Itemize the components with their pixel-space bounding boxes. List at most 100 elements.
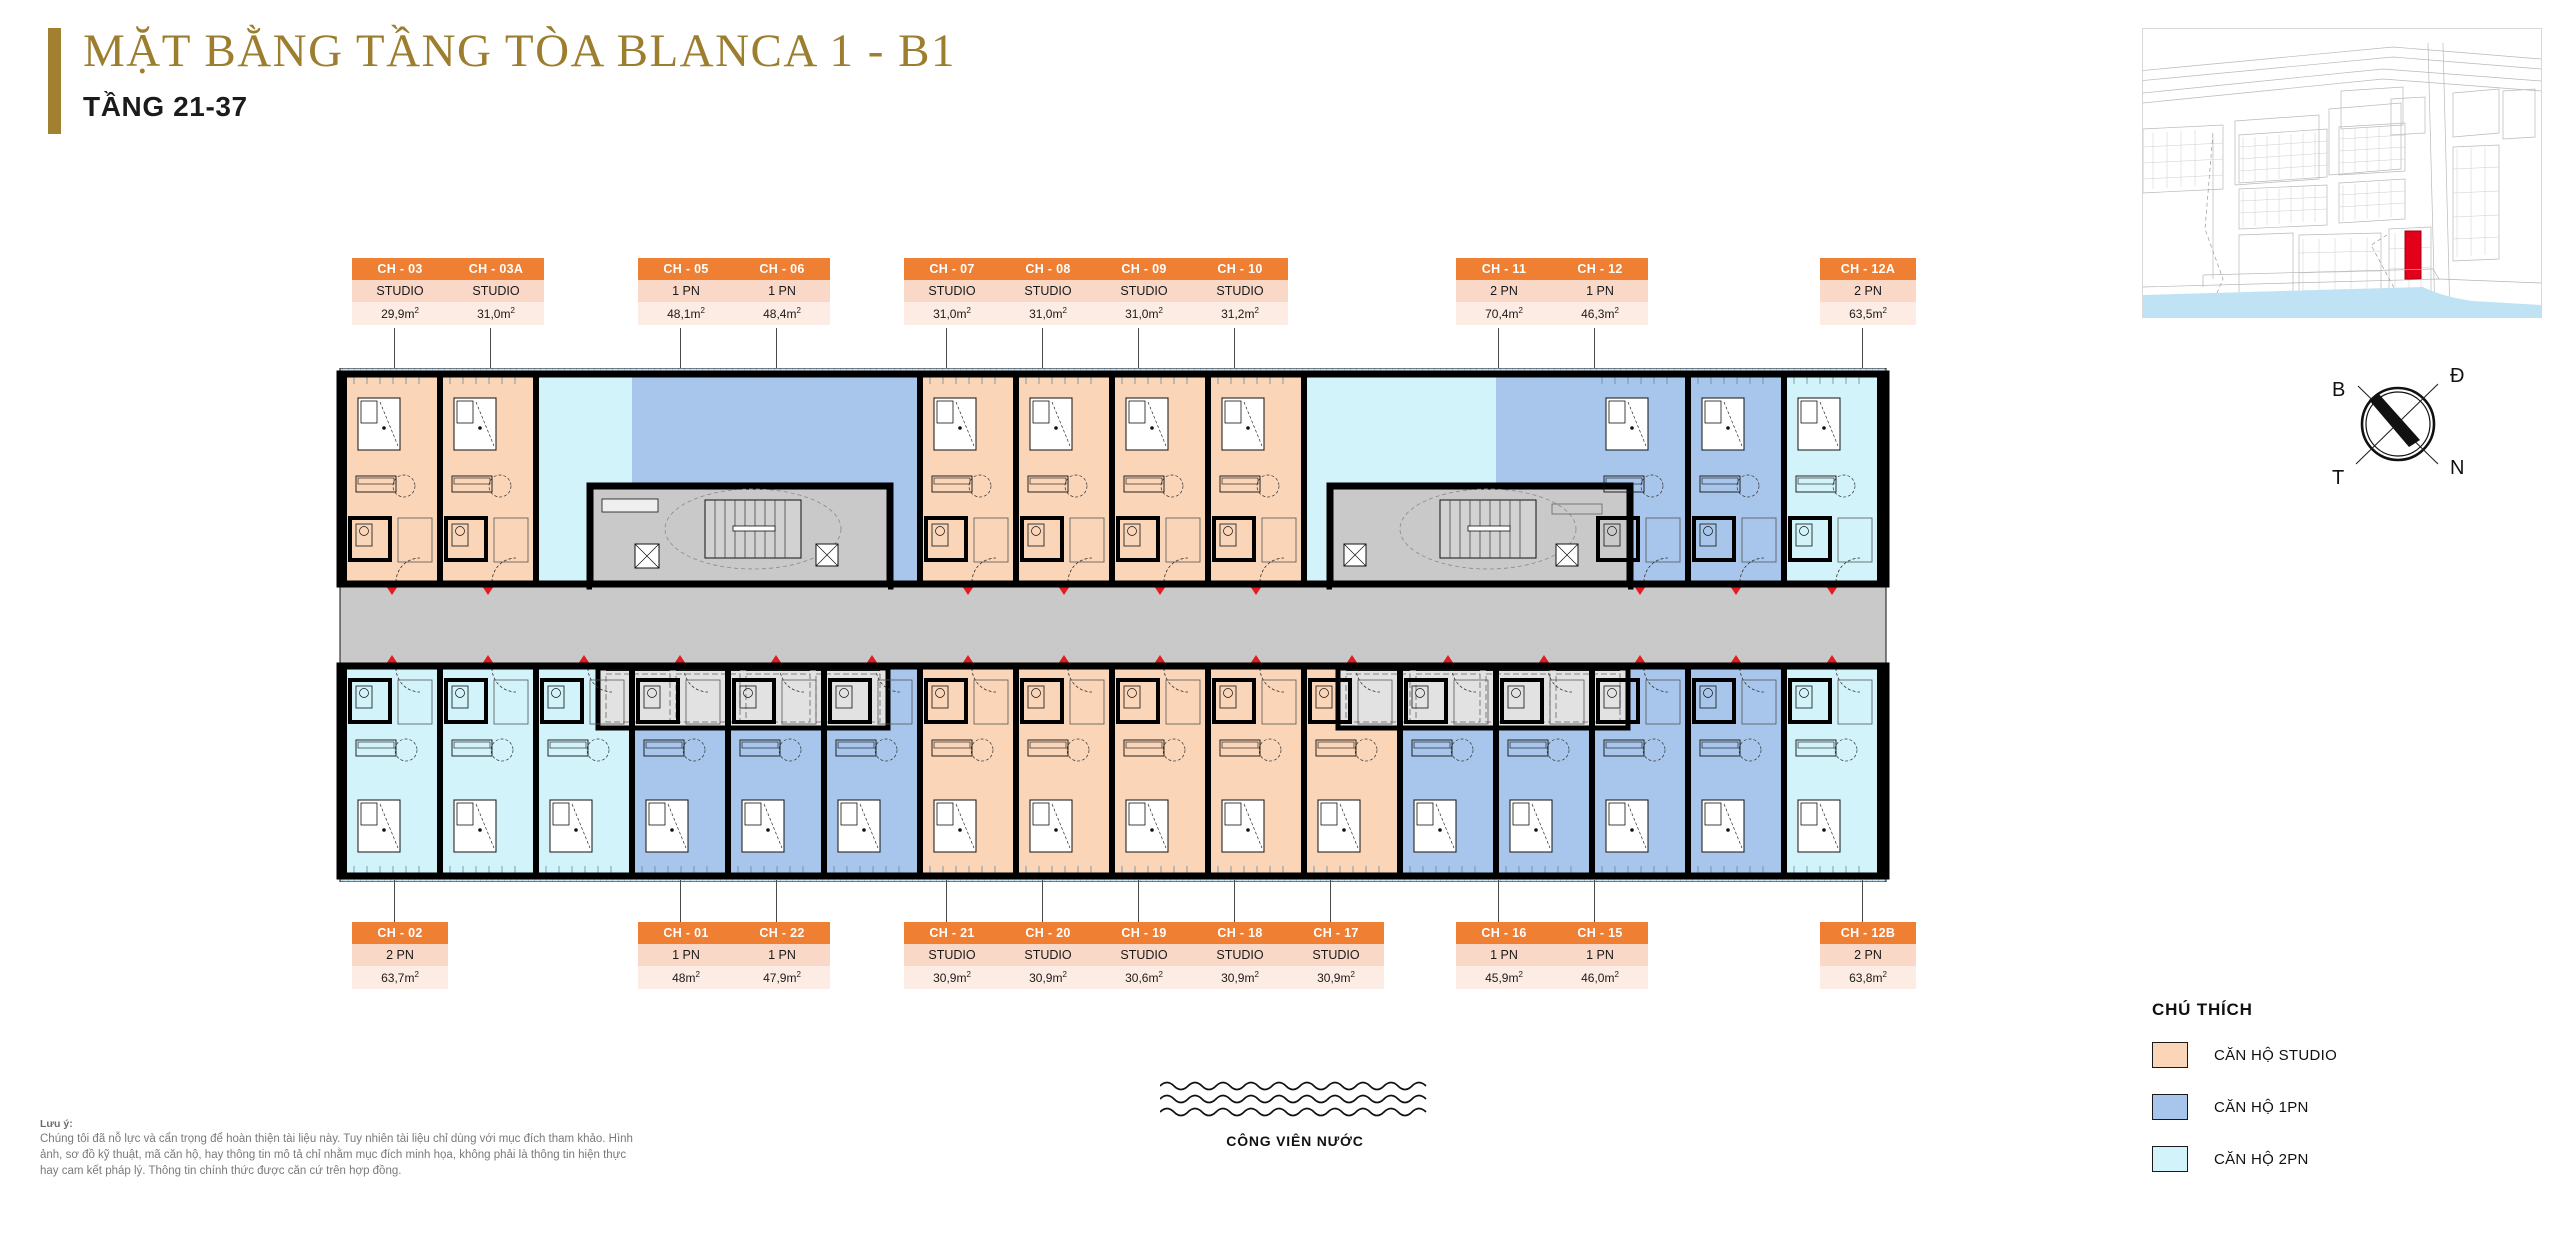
plan-kitchen xyxy=(877,679,913,725)
compass-label-north: B xyxy=(2332,379,2345,401)
unit-leader-line xyxy=(1330,880,1331,922)
plan-table-icon xyxy=(488,474,512,498)
unit-area: 29,9m2 xyxy=(352,302,448,325)
plan-table-icon xyxy=(968,474,992,498)
unit-code: CH - 05 xyxy=(638,258,734,280)
legend-item[interactable]: CĂN HỘ STUDIO xyxy=(2152,1042,2337,1068)
unit-leader-line xyxy=(776,880,777,922)
plan-bed-icon xyxy=(645,799,689,853)
unit-area: 31,0m2 xyxy=(448,302,544,325)
plan-bed-icon xyxy=(1317,799,1361,853)
legend-item[interactable]: CĂN HỘ 2PN xyxy=(2152,1146,2337,1172)
plan-bathroom xyxy=(1596,516,1640,562)
unit-type: 2 PN xyxy=(1456,280,1552,302)
unit-type: 1 PN xyxy=(734,944,830,966)
unit-code: CH - 02 xyxy=(352,922,448,944)
unit-type: 2 PN xyxy=(1820,944,1916,966)
unit-leader-line xyxy=(1594,880,1595,922)
unit-type: 2 PN xyxy=(1820,280,1916,302)
title-block: MẶT BẰNG TẦNG TÒA BLANCA 1 - B1 TẦNG 21-… xyxy=(48,27,956,134)
page-subtitle: TẦNG 21-37 xyxy=(83,90,248,122)
unit-code: CH - 20 xyxy=(1000,922,1096,944)
plan-bed-icon xyxy=(933,799,977,853)
unit-leader-line xyxy=(394,328,395,370)
key-plan-thumbnail xyxy=(2142,28,2542,318)
legend-swatch xyxy=(2152,1146,2188,1172)
unit-type: 1 PN xyxy=(1552,280,1648,302)
plan-bathroom xyxy=(348,678,392,724)
plan-bed-icon xyxy=(357,397,401,451)
plan-bathroom xyxy=(1116,516,1160,562)
unit-code: CH - 12A xyxy=(1820,258,1916,280)
unit-area: 31,0m2 xyxy=(1096,302,1192,325)
unit-leader-line xyxy=(1498,328,1499,370)
unit-code: CH - 16 xyxy=(1456,922,1552,944)
legend-item[interactable]: CĂN HỘ 1PN xyxy=(2152,1094,2337,1120)
plan-kitchen xyxy=(1837,679,1873,725)
plan-kitchen xyxy=(973,679,1009,725)
unit-leader-line xyxy=(776,328,777,370)
plan-table-icon xyxy=(1256,474,1280,498)
legend-title: CHÚ THÍCH xyxy=(2152,1000,2253,1019)
unit-area: 63,5m2 xyxy=(1820,302,1916,325)
plan-kitchen xyxy=(1069,517,1105,563)
unit-area: 45,9m2 xyxy=(1456,966,1552,989)
plan-table-icon xyxy=(1738,738,1762,762)
plan-partition-wall xyxy=(341,376,347,584)
plan-kitchen xyxy=(1741,679,1777,725)
unit-leader-line xyxy=(1138,880,1139,922)
unit-type: STUDIO xyxy=(1192,944,1288,966)
plan-table-icon xyxy=(394,738,418,762)
unit-code: CH - 08 xyxy=(1000,258,1096,280)
plan-table-icon xyxy=(586,738,610,762)
unit-leader-line xyxy=(946,880,947,922)
legend-label: CĂN HỘ STUDIO xyxy=(2214,1046,2338,1064)
plan-bathroom xyxy=(1788,678,1832,724)
plan-bathroom xyxy=(1116,678,1160,724)
plan-partition-wall xyxy=(1301,668,1307,874)
unit-area: 30,9m2 xyxy=(1192,966,1288,989)
compass-label-east: Đ xyxy=(2450,365,2464,387)
plan-partition-wall xyxy=(1781,668,1787,874)
unit-code: CH - 12 xyxy=(1552,258,1648,280)
plan-bed-icon xyxy=(1509,799,1553,853)
plan-bathroom xyxy=(1308,678,1352,724)
plan-table-icon xyxy=(1642,738,1666,762)
unit-area: 30,6m2 xyxy=(1096,966,1192,989)
unit-area: 63,8m2 xyxy=(1820,966,1916,989)
plan-table-icon xyxy=(970,738,994,762)
plan-bathroom xyxy=(924,678,968,724)
unit-area: 47,9m2 xyxy=(734,966,830,989)
plan-bed-icon xyxy=(1797,799,1841,853)
unit-leader-line xyxy=(1042,328,1043,370)
unit-leader-line xyxy=(1862,880,1863,922)
plan-kitchen xyxy=(1261,679,1297,725)
unit-type: STUDIO xyxy=(1096,280,1192,302)
unit-type: 2 PN xyxy=(352,944,448,966)
unit-area: 30,9m2 xyxy=(904,966,1000,989)
plan-bed-icon xyxy=(1125,799,1169,853)
unit-area: 46,3m2 xyxy=(1552,302,1648,325)
